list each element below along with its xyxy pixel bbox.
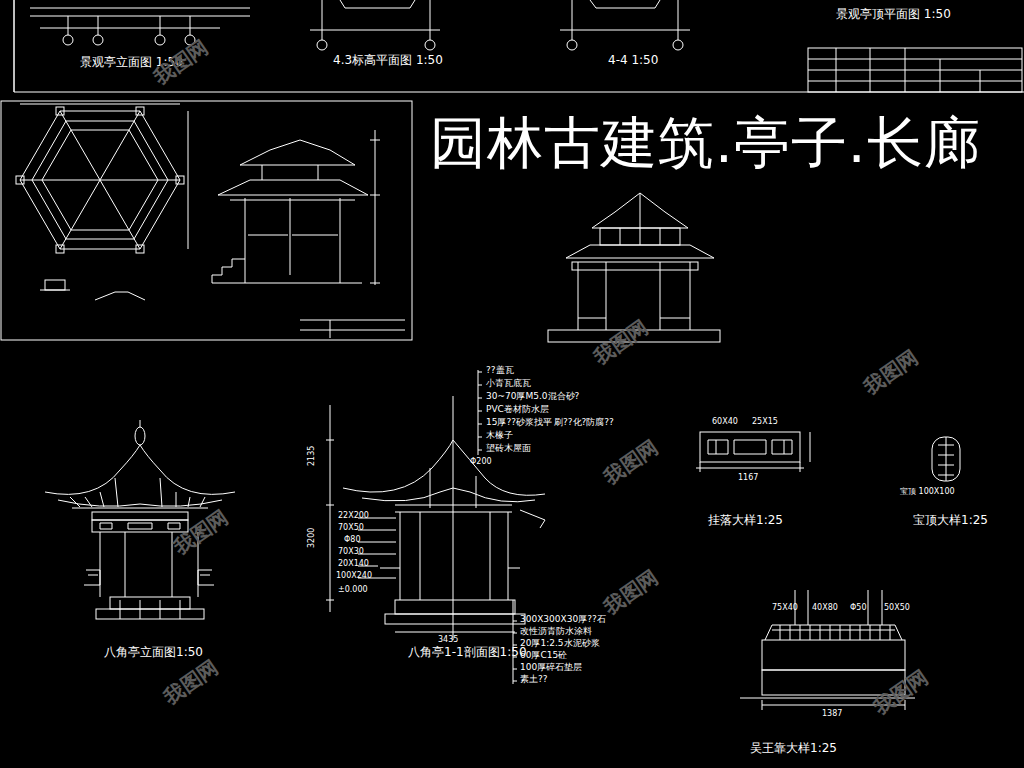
callout-text: 300X300X30厚??石 — [520, 615, 606, 625]
callout-text: 改性沥青防水涂料 — [520, 627, 592, 637]
callout-text: 木椽子 — [486, 431, 513, 441]
dimension: 70X30 — [338, 548, 364, 557]
watermark: 我图网 — [590, 316, 652, 368]
octagonal-pavilion-elevation — [45, 420, 235, 619]
dimension: Φ80 — [344, 536, 360, 545]
callout-text: 100厚碎石垫层 — [520, 663, 582, 673]
dimension: 75X40 — [772, 604, 798, 613]
callout-text: 素土?? — [520, 675, 548, 685]
dimension: Φ200 — [470, 458, 492, 467]
watermark: 我图网 — [170, 506, 232, 558]
watermark: 我图网 — [600, 566, 662, 618]
drawing-caption: 宝顶大样1:25 — [913, 514, 988, 527]
dimension: 22X200 — [338, 512, 369, 521]
dimension: 1167 — [738, 474, 758, 483]
callout-text: 刷??化?防腐?? — [554, 418, 614, 428]
watermark: 我图网 — [870, 666, 932, 718]
dimension: 60X40 — [712, 418, 738, 427]
watermark: 我图网 — [150, 36, 212, 88]
dimension: 100X240 — [336, 572, 372, 581]
callout-text: 30~70厚M5.0混合砂? — [486, 392, 579, 402]
watermark: 我图网 — [860, 346, 922, 398]
drawing-caption: 景观亭顶平面图 1:50 — [836, 8, 951, 21]
dimension: 1387 — [822, 710, 842, 719]
callout-text: ??盖瓦 — [486, 366, 514, 376]
dimension: 50X50 — [884, 604, 910, 613]
dimension: 40X80 — [812, 604, 838, 613]
dimension: 20X140 — [338, 560, 369, 569]
dimension: Φ50 — [850, 604, 866, 613]
dimension: ±0.000 — [338, 586, 368, 595]
drawing-caption: 4.3标高平面图 1:50 — [333, 54, 443, 67]
callout-text: 15厚??砂浆找平 — [486, 418, 552, 428]
top-sheet — [14, 0, 1024, 92]
callout-text: 小青瓦底瓦 — [486, 379, 531, 389]
dimension: 25X15 — [752, 418, 778, 427]
watermark: 我图网 — [600, 436, 662, 488]
drawing-caption: 挂落大样1:25 — [708, 514, 783, 527]
drawing-caption: 吴王靠大样1:25 — [750, 742, 837, 755]
hexagon-pavilion-sheet — [1, 101, 412, 340]
dimension: 2135 — [308, 446, 317, 466]
callout-text: 望砖木屋面 — [486, 444, 531, 454]
dimension: 宝顶 100X100 — [900, 488, 955, 497]
dimension: 70X50 — [338, 524, 364, 533]
drawing-caption: 八角亭1-1剖面图1:50 — [408, 646, 527, 659]
callout-text: 60厚C15砼 — [520, 651, 567, 661]
callout-text: PVC卷材防水层 — [486, 405, 549, 415]
drawing-caption: 4-4 1:50 — [608, 54, 658, 67]
sheet-title: 园林古建筑.亭子.长廊 — [430, 112, 981, 174]
callout-text: 20厚1:2.5水泥砂浆 — [520, 639, 600, 649]
watermark: 我图网 — [160, 656, 222, 708]
dimension: 3200 — [308, 528, 317, 548]
dimension: 3435 — [438, 636, 458, 645]
drawing-caption: 八角亭立面图1:50 — [104, 646, 203, 659]
